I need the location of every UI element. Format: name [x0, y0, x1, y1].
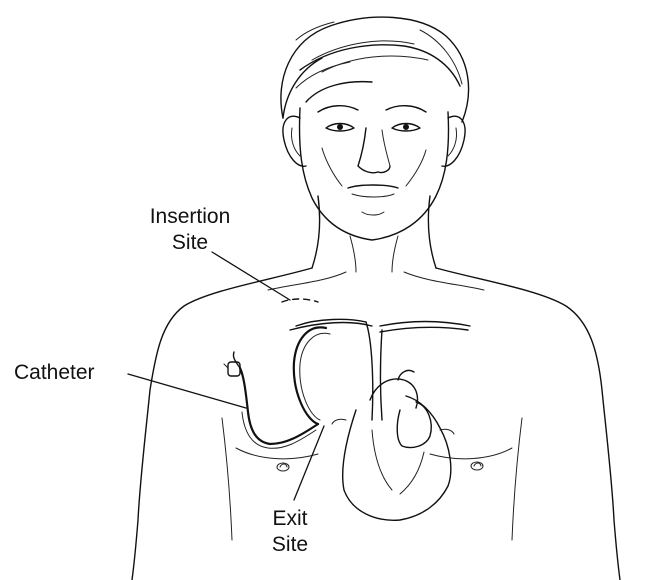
torso: [131, 267, 621, 580]
exit-label-line1: Exit: [272, 507, 308, 530]
catheter-label: Catheter: [14, 361, 95, 384]
exit-label-line2: Site: [271, 533, 309, 556]
catheter-pointer: [127, 373, 247, 409]
hair: [280, 16, 470, 123]
insertion-label-line1: Insertion: [149, 205, 231, 228]
head: [282, 105, 466, 241]
insertion-site-mark: [281, 298, 319, 303]
blood-vessels: [289, 318, 471, 421]
insertion-pointer: [211, 251, 291, 301]
catheter-tube: [223, 326, 331, 449]
exit-pointer: [293, 425, 325, 501]
insertion-label-line2: Site: [171, 231, 209, 254]
neck: [311, 195, 437, 273]
heart: [331, 369, 455, 521]
